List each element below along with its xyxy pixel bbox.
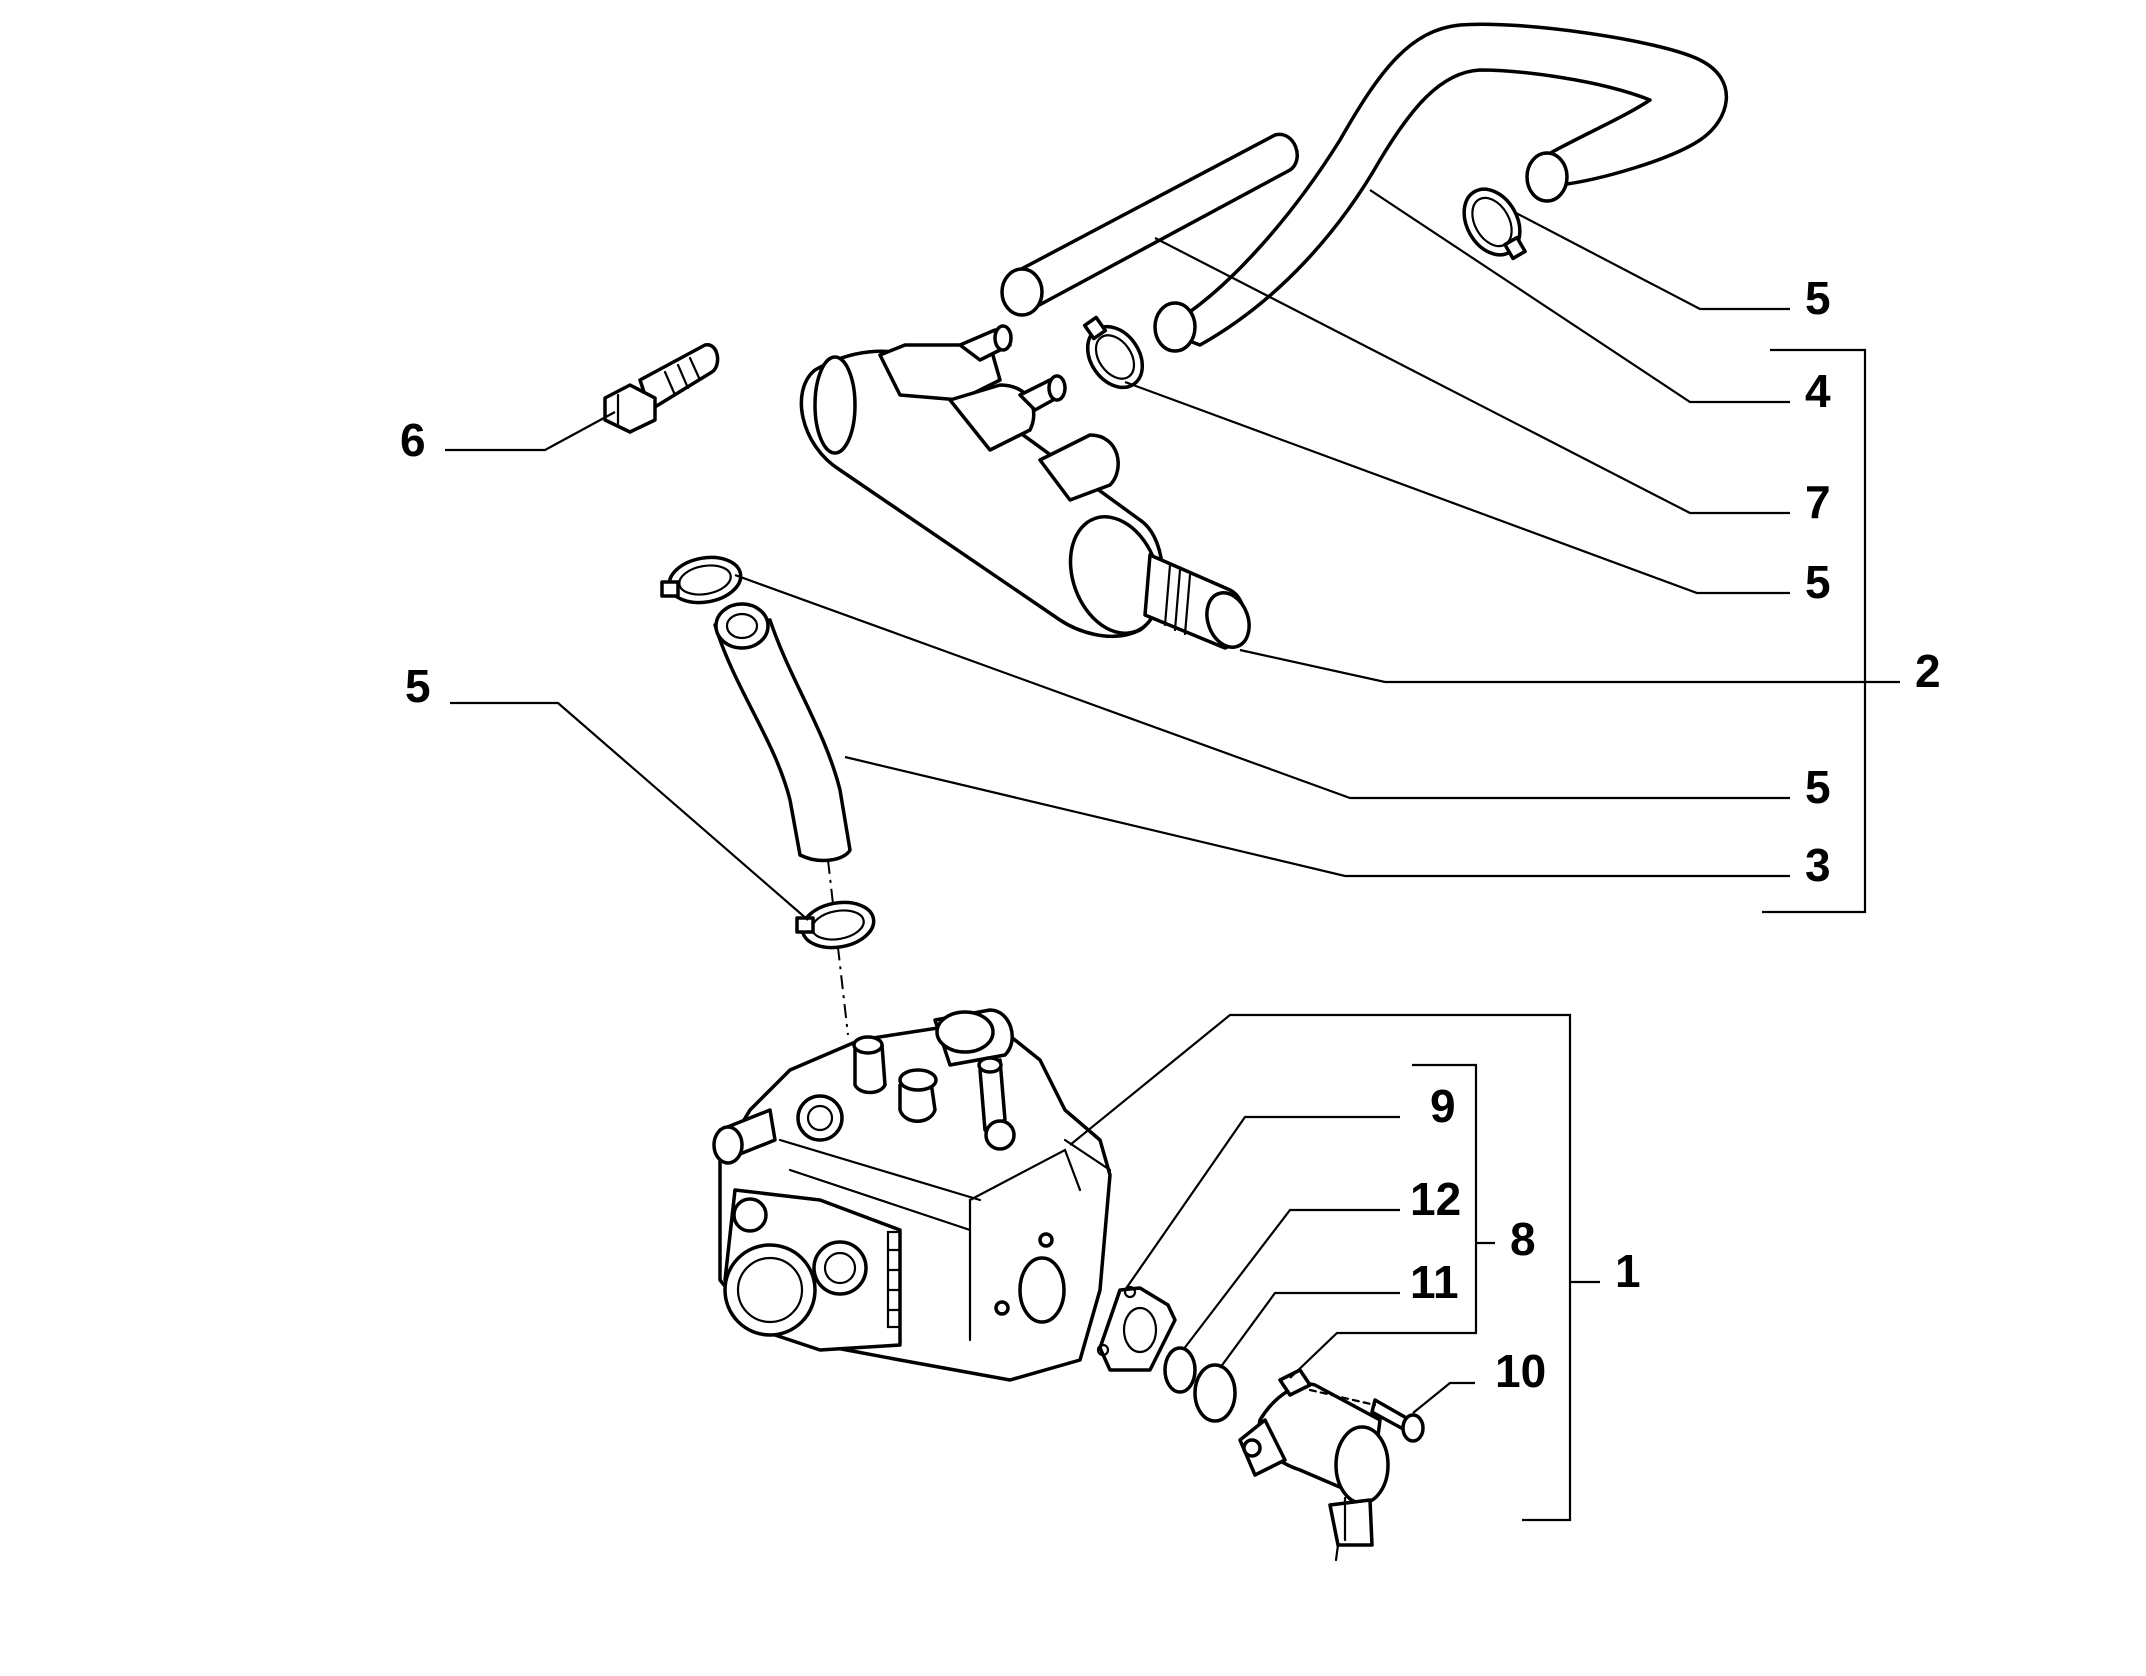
hose-3 xyxy=(713,602,852,863)
clamp-5-mid xyxy=(1082,315,1145,390)
callout-2: 2 xyxy=(1915,645,1941,697)
clamp-5-top xyxy=(1462,187,1527,261)
metering-valve-8 xyxy=(1238,1368,1390,1562)
callout-11: 11 xyxy=(1410,1256,1459,1308)
pump-1 xyxy=(712,1008,1112,1382)
leader-lines xyxy=(445,189,1900,1522)
callout-9: 9 xyxy=(1430,1080,1456,1132)
callout-5-mid: 5 xyxy=(1805,556,1831,608)
callout-5-left: 5 xyxy=(405,660,431,712)
callout-5-top: 5 xyxy=(1805,272,1831,324)
bolt-6 xyxy=(603,343,720,434)
callout-6: 6 xyxy=(400,414,426,466)
screw-10 xyxy=(1308,1388,1425,1443)
hose-4 xyxy=(1153,22,1728,353)
o-ring-12 xyxy=(1163,1346,1197,1394)
callout-4: 4 xyxy=(1805,365,1831,417)
callout-7: 7 xyxy=(1805,476,1831,528)
hose-7 xyxy=(1000,132,1299,317)
fuel-header-2 xyxy=(799,324,1251,650)
callout-10: 10 xyxy=(1495,1345,1546,1397)
o-ring-11 xyxy=(1193,1363,1237,1423)
callout-8: 8 xyxy=(1510,1213,1536,1265)
gasket-9 xyxy=(1096,1285,1177,1372)
callout-1: 1 xyxy=(1615,1245,1641,1297)
clamp-5-left xyxy=(795,900,876,950)
clamp-5-lower xyxy=(660,555,743,605)
callout-5-lower: 5 xyxy=(1805,761,1831,813)
callout-12: 12 xyxy=(1410,1173,1461,1225)
callout-3: 3 xyxy=(1805,839,1831,891)
